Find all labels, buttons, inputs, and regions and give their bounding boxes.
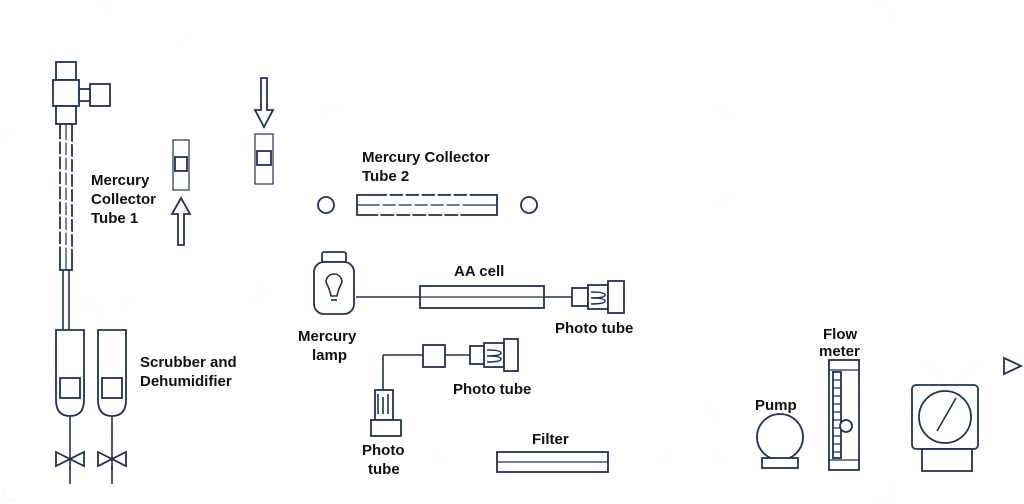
photo-tube-right-icon bbox=[571, 280, 625, 314]
scrubber-dehumidifier bbox=[55, 329, 127, 470]
valve-icon bbox=[55, 450, 127, 484]
label-pump: Pump bbox=[755, 397, 797, 414]
arrow-down-icon bbox=[253, 77, 275, 129]
valve-right bbox=[254, 133, 274, 185]
valve-left bbox=[172, 139, 190, 191]
label-collector-1: Mercury Collector Tube 1 bbox=[91, 172, 160, 227]
label-collector-2: Mercury Collector Tube 2 bbox=[362, 149, 494, 185]
exhaust-arrow-icon bbox=[1003, 356, 1024, 376]
beam-splitters bbox=[356, 288, 423, 390]
filter bbox=[496, 451, 609, 473]
arrow-up-icon bbox=[170, 196, 192, 246]
label-filter: Filter bbox=[532, 431, 569, 448]
splitter-box bbox=[422, 344, 446, 368]
label-aa-cell: AA cell bbox=[454, 263, 504, 280]
aa-cell bbox=[419, 285, 572, 309]
label-photo-tube-right: Photo tube bbox=[555, 320, 633, 337]
pump-icon bbox=[756, 413, 804, 469]
mercury-lamp-icon bbox=[313, 251, 355, 315]
label-flow-meter: Flow meter bbox=[819, 326, 861, 360]
gauge-icon bbox=[911, 384, 979, 472]
label-photo-tube-bottom: Photo tube bbox=[362, 442, 409, 478]
label-photo-tube-mid: Photo tube bbox=[453, 381, 531, 398]
label-scrubber: Scrubber and Dehumidifier bbox=[140, 354, 241, 390]
label-mercury-lamp: Mercury lamp bbox=[298, 328, 361, 364]
collector-tube-1 bbox=[50, 61, 111, 378]
photo-tube-bottom-icon bbox=[370, 389, 402, 437]
collector-tube-2 bbox=[317, 191, 538, 219]
flow-meter-icon bbox=[828, 359, 860, 471]
photo-tube-mid-icon bbox=[469, 338, 519, 372]
